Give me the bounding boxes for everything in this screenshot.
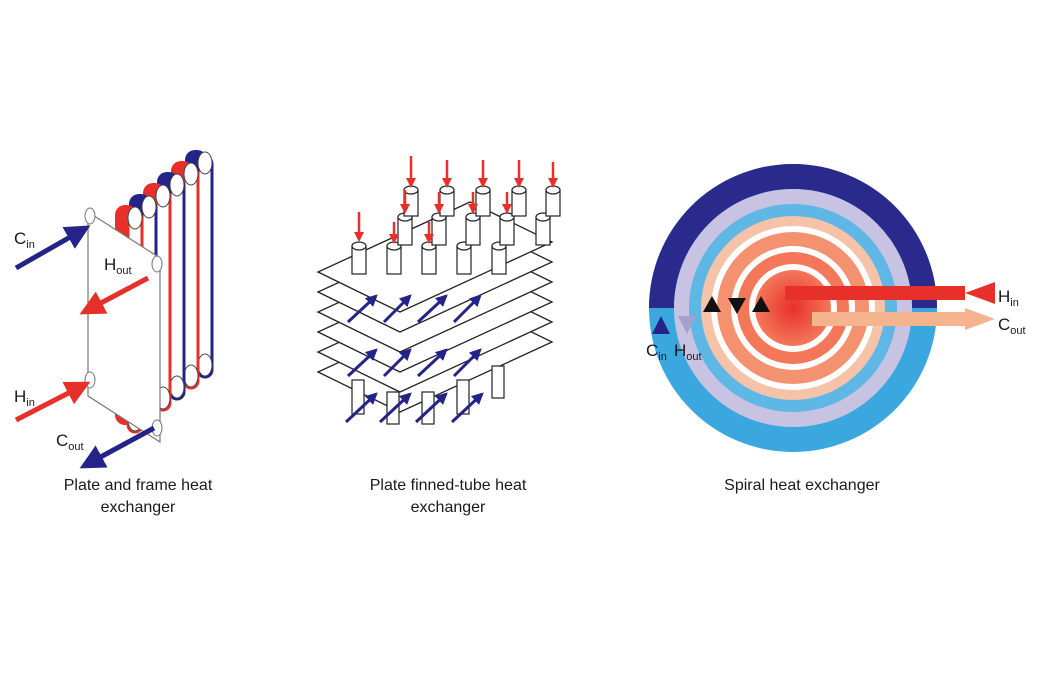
hot-inflow-arrows — [354, 156, 558, 244]
caption-spiral: Spiral heat exchanger — [724, 477, 880, 494]
label-spiral-h-out: Hout — [674, 341, 702, 363]
finned-tube-exchanger: Plate finned-tube heat exchanger — [316, 156, 561, 516]
caption-finned-tube-line2: exchanger — [411, 499, 486, 516]
label-c-in: Cin — [14, 229, 35, 251]
flow-marker-down — [728, 298, 746, 314]
caption-finned-tube-line1: Plate finned-tube heat — [370, 477, 527, 494]
cold-in-arrow — [14, 225, 91, 271]
flow-marker-up-2 — [752, 296, 770, 312]
cold-crossflow-arrows — [344, 294, 484, 424]
front-frame — [84, 207, 163, 444]
caption-plate-frame-line2: exchanger — [101, 499, 176, 516]
label-h-in: Hin — [14, 387, 35, 409]
spiral-exchanger: Hin Cout Cin Hout Spiral heat exchanger — [646, 164, 1026, 494]
label-spiral-c-in: Cin — [646, 341, 667, 363]
plate-frame-exchanger: Cin Hout Hin Cout Plate and frame heat e… — [14, 150, 214, 516]
hot-in-arrowhead — [965, 282, 995, 304]
label-c-out: Cout — [56, 431, 84, 453]
cold-out-arrowhead — [965, 308, 995, 330]
hot-out-arrow — [79, 275, 150, 315]
cold-out-arrow — [79, 425, 156, 469]
cold-outlet-pipe — [812, 312, 965, 326]
caption-plate-frame-line1: Plate and frame heat — [64, 477, 213, 494]
cold-in-marker — [652, 316, 670, 334]
label-spiral-h-in: Hin — [998, 287, 1019, 309]
hot-in-arrow — [14, 381, 91, 423]
tube-array — [351, 185, 561, 425]
label-h-out: Hout — [104, 255, 132, 277]
hot-out-marker — [678, 316, 696, 334]
label-spiral-c-out: Cout — [998, 315, 1026, 337]
spiral-cold-outer-arc — [649, 164, 937, 308]
hot-inlet-pipe — [785, 286, 965, 300]
flow-marker-up-1 — [703, 296, 721, 312]
